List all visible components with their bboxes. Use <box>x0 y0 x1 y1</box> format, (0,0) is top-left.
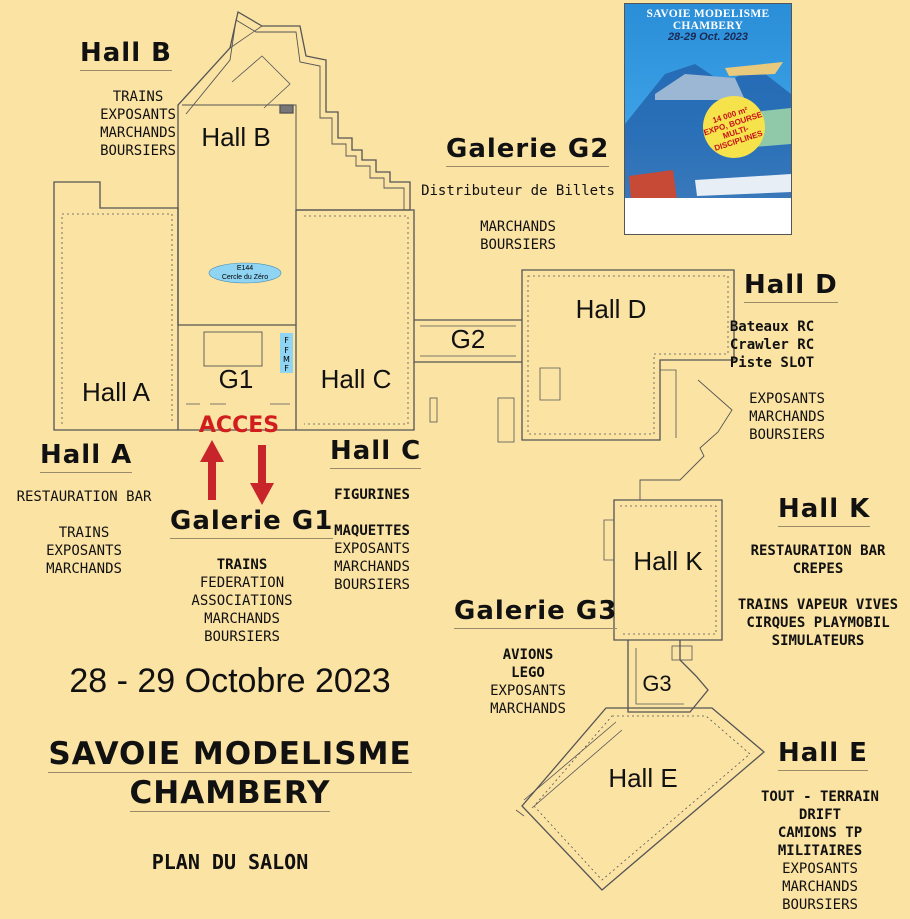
hall-c-outline <box>296 209 415 431</box>
plan-g2: G2 <box>451 324 486 354</box>
title-hall-a: Hall A <box>40 440 133 473</box>
plan-g1: G1 <box>219 364 254 394</box>
poster-title: SAVOIE MODELISME CHAMBERY <box>646 8 770 32</box>
hall-e-outline <box>521 707 766 891</box>
event-poster: SAVOIE MODELISME CHAMBERY 28-29 Oct. 202… <box>624 3 792 235</box>
ffmf-letter-1: F <box>284 336 289 345</box>
club-badge-line2: Cercle du Zéro <box>222 274 268 281</box>
title-galerie-g3: Galerie G3 <box>454 596 618 629</box>
plan-hall-b: Hall B <box>201 122 270 152</box>
plan-hall-d: Hall D <box>576 294 647 324</box>
acces-arrows <box>200 440 274 505</box>
event-name-line2: CHAMBERY <box>129 775 331 812</box>
title-hall-d: Hall D <box>744 270 838 303</box>
galerie-g1-outline <box>178 324 297 431</box>
ffmf-letter-2: F <box>284 346 289 355</box>
title-hall-b: Hall B <box>80 38 172 71</box>
plan-subtitle: PLAN DU SALON <box>151 850 309 874</box>
list-galerie-g1-activities: TRAINS <box>216 557 268 573</box>
hall-k-outline <box>613 499 723 641</box>
club-badge <box>208 262 282 284</box>
plan-hall-c: Hall C <box>321 364 392 394</box>
poster-dates: 28-29 Oct. 2023 <box>667 31 749 43</box>
event-name: SAVOIE MODELISME CHAMBERY <box>30 736 430 812</box>
plan-hall-e: Hall E <box>608 763 677 793</box>
title-hall-e: Hall E <box>778 738 868 771</box>
arrow-down-icon <box>250 445 274 505</box>
hall-b-outline <box>177 10 411 325</box>
acces-label: ACCES <box>199 413 279 438</box>
ffmf-letter-3: M <box>283 355 290 364</box>
plan-g3: G3 <box>642 671 671 696</box>
title-hall-c: Hall C <box>330 436 422 469</box>
title-galerie-g1: Galerie G1 <box>170 506 334 539</box>
hall-d-outline <box>521 269 735 441</box>
event-date: 28 - 29 Octobre 2023 <box>69 662 391 700</box>
airplane-icon <box>725 62 783 76</box>
vintage-car-icon <box>655 74 745 100</box>
galerie-g2-outline <box>414 319 522 363</box>
plan-hall-a: Hall A <box>82 377 151 407</box>
truck-icon <box>629 170 677 202</box>
event-name-line1: SAVOIE MODELISME <box>48 736 412 773</box>
ffmf-badge <box>280 333 293 373</box>
boat-icon <box>695 174 791 196</box>
plan-hall-k: Hall K <box>633 546 703 576</box>
club-badge-line1: E144 <box>237 265 253 272</box>
poster-sponsors <box>625 198 791 234</box>
title-hall-k: Hall K <box>778 494 871 527</box>
arrow-up-icon <box>200 440 224 500</box>
title-galerie-g2: Galerie G2 <box>446 134 610 167</box>
ffmf-letter-4: F <box>284 364 289 373</box>
